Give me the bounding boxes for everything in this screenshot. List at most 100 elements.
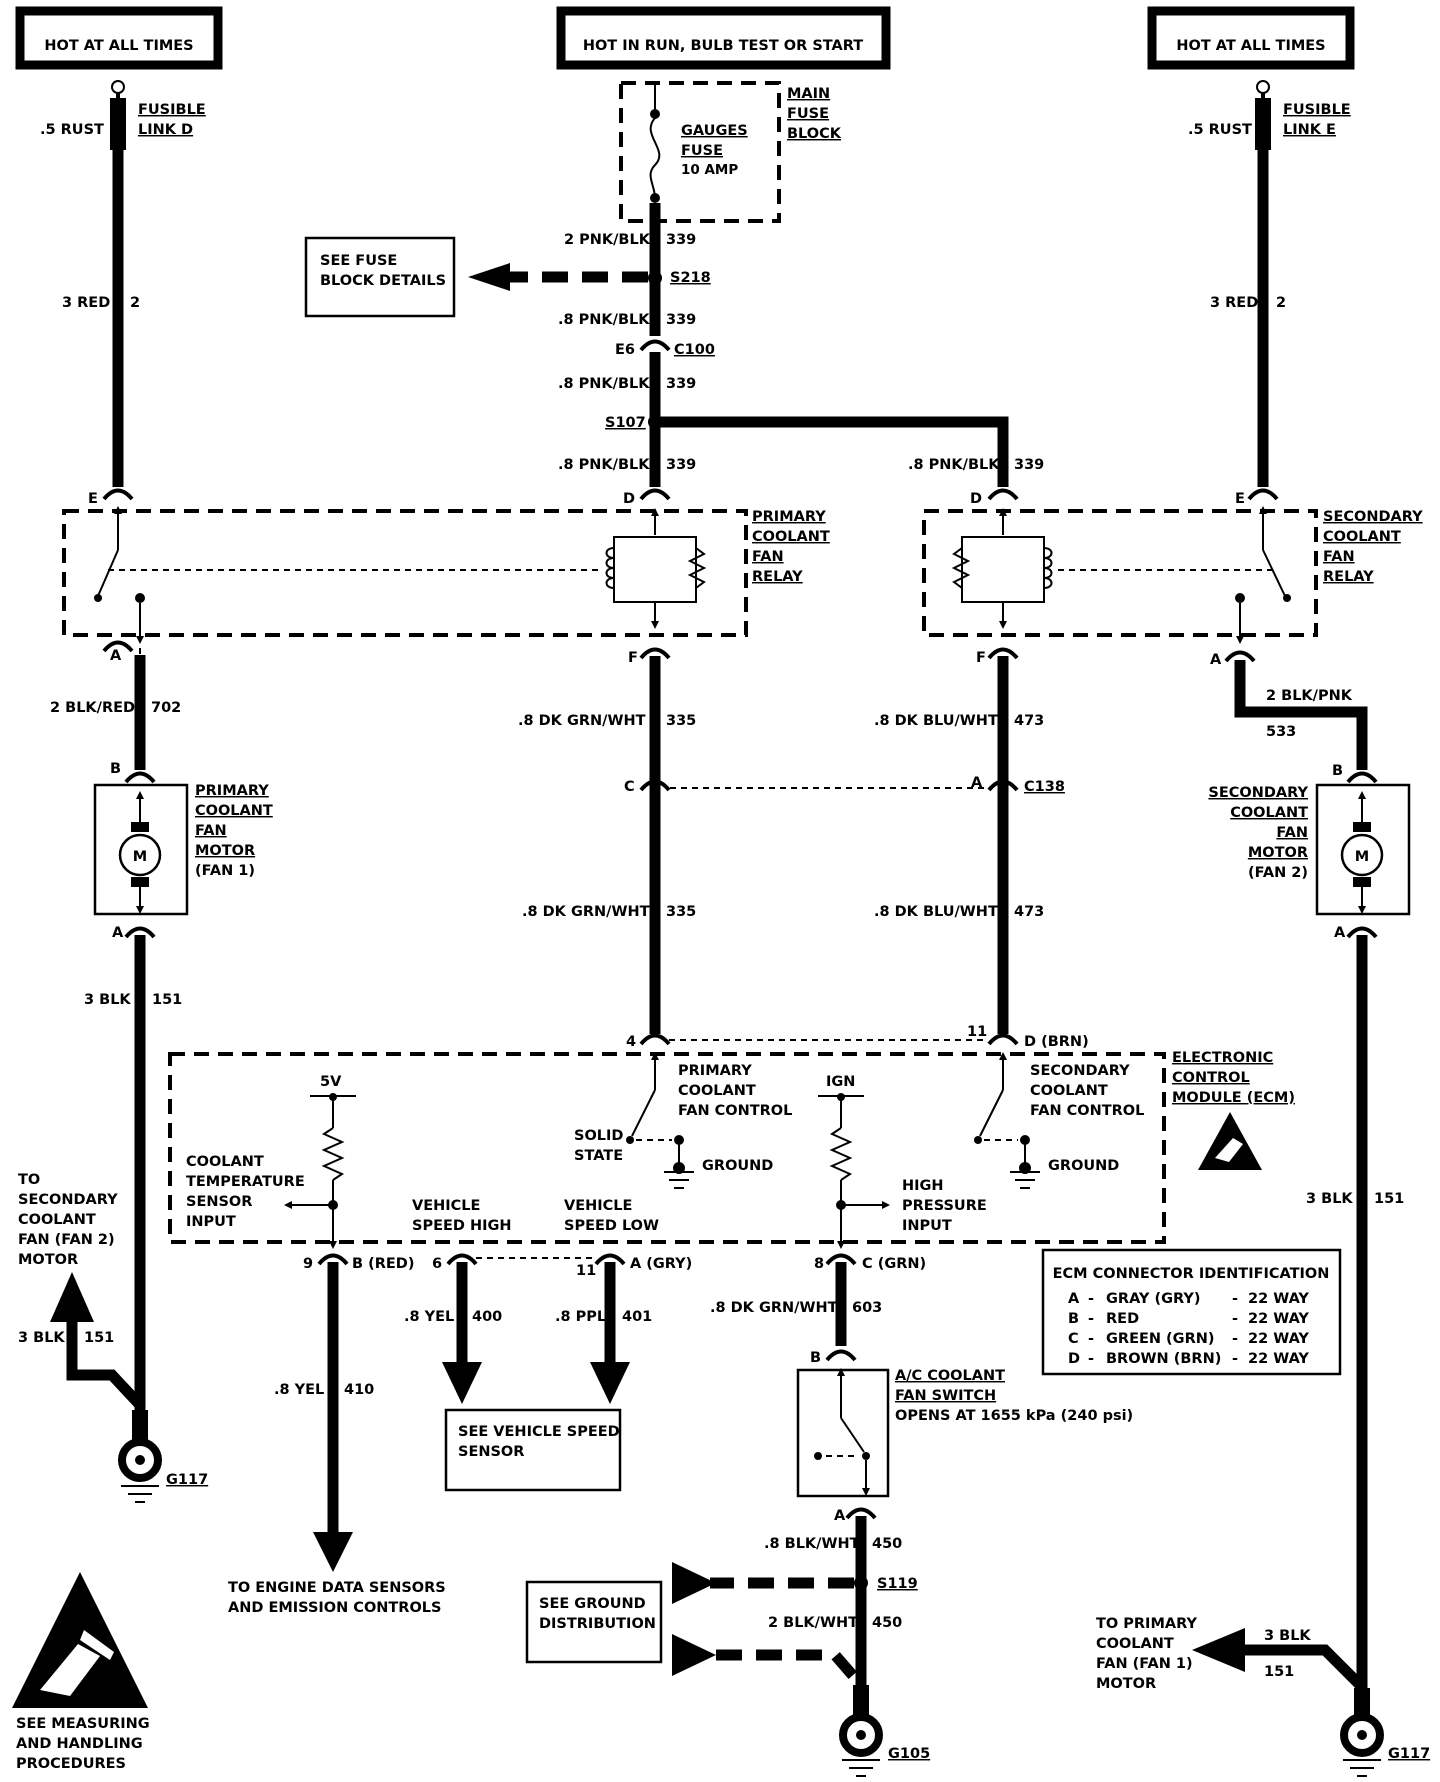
ecm-primary-fan-control	[626, 1052, 694, 1189]
to-secondary-label: SECONDARY	[18, 1192, 118, 1208]
fuse-label: 10 AMP	[681, 162, 738, 178]
relay-label: RELAY	[1323, 569, 1374, 585]
ecm-id-cell: -	[1088, 1331, 1094, 1347]
ecm-label: SPEED LOW	[564, 1218, 659, 1234]
ecm-label: COOLANT	[186, 1154, 264, 1170]
connector-d-primary	[639, 488, 671, 501]
fusible-label: LINK E	[1283, 122, 1336, 138]
splice-label: S107	[605, 415, 646, 431]
motor-label: SECONDARY	[1208, 785, 1308, 801]
wire-label: 2 BLK/PNK	[1266, 688, 1353, 704]
ecm-label: STATE	[574, 1148, 623, 1164]
header-left-text: HOT AT ALL TIMES	[44, 38, 193, 54]
wire-circuit: 151	[152, 992, 182, 1008]
fuse-details-box[interactable]	[304, 236, 456, 318]
ecm-high-pressure-input	[818, 1093, 890, 1249]
fusible-link-d	[110, 98, 126, 150]
ecm-id-cell: GRAY (GRY)	[1106, 1291, 1200, 1307]
ecm-pin-4	[639, 1033, 671, 1046]
ecm-label: FAN CONTROL	[678, 1103, 792, 1119]
ecm-label: INPUT	[186, 1214, 236, 1230]
ecm-label: SOLID	[574, 1128, 623, 1144]
ecm-label: PRESSURE	[902, 1198, 987, 1214]
secondary-relay-box	[922, 509, 1318, 637]
wire-circuit: 473	[1014, 713, 1044, 729]
ecm-label: HIGH	[902, 1178, 944, 1194]
ecm-label: INPUT	[902, 1218, 952, 1234]
motor-symbol: M	[133, 849, 147, 865]
pin-label: D	[970, 491, 982, 507]
connector-e-left	[102, 488, 134, 501]
ecm-id-cell: RED	[1106, 1311, 1139, 1327]
wire-label: .8 PNK/BLK	[558, 457, 650, 473]
pin-label: A	[971, 775, 983, 791]
header-left: HOT AT ALL TIMES	[15, 6, 223, 70]
left-supply: .5 RUST FUSIBLE LINK D 3 RED 2	[40, 80, 206, 487]
ground-g117-left	[118, 1410, 162, 1503]
ecm-id-cell: -	[1232, 1331, 1238, 1347]
wire-label: .8 DK GRN/WHT	[522, 904, 650, 920]
wire-pnk-to-secondary	[655, 416, 1009, 487]
wire-circuit: 2	[1276, 295, 1286, 311]
ecm-id-cell: C	[1068, 1331, 1079, 1347]
wire-label: 2 BLK/WHT	[768, 1615, 858, 1631]
connector-b-right	[1346, 771, 1378, 784]
wire-circuit: 151	[1374, 1191, 1404, 1207]
ecm-label: COOLANT	[1030, 1083, 1108, 1099]
primary-fan-motor: M	[93, 783, 189, 916]
ecm-connector-id-table: ECM CONNECTOR IDENTIFICATION A - GRAY (G…	[1041, 1248, 1342, 1376]
connector-a-motor1	[124, 926, 156, 939]
ecm-pin-9	[317, 1253, 349, 1266]
primary-relay-coil	[605, 508, 707, 629]
esd-warning-icon	[12, 1572, 148, 1708]
wire-circuit: 339	[666, 376, 696, 392]
pin-label: F	[628, 650, 638, 666]
wire-label: .8 PNK/BLK	[908, 457, 1000, 473]
to-secondary-branch	[50, 1272, 145, 1409]
relay-label: COOLANT	[752, 529, 830, 545]
ground-distribution-box[interactable]	[525, 1580, 663, 1664]
connector-a-right	[1224, 650, 1256, 663]
esd-warning-icon-small	[1198, 1112, 1262, 1170]
connector-b-left	[124, 771, 156, 784]
pin-label: 11	[967, 1024, 987, 1040]
motor-label: (FAN 2)	[1248, 865, 1308, 881]
ecm-id-cell: A	[1068, 1291, 1080, 1307]
ecm-id-row: A - GRAY (GRY) - 22 WAY	[1068, 1291, 1309, 1307]
relay-label: FAN	[752, 549, 784, 565]
ecm-label: SENSOR	[186, 1194, 252, 1210]
pin-label: A	[834, 1508, 846, 1524]
wire-label: .8 BLK/WHT	[764, 1536, 860, 1552]
wire-label: .8 YEL	[404, 1309, 454, 1325]
primary-relay-switch	[94, 506, 600, 644]
ecm-label: GROUND	[1048, 1158, 1119, 1174]
secondary-fan-motor: M	[1315, 783, 1411, 916]
wire-circuit: 473	[1014, 904, 1044, 920]
ecm-id-cell: BROWN (BRN)	[1106, 1351, 1221, 1367]
wire-circuit: 450	[872, 1615, 902, 1631]
wire-label: 3 BLK	[18, 1330, 65, 1346]
relay-label: FAN	[1323, 549, 1355, 565]
fuse-label: GAUGES	[681, 123, 748, 139]
pin-label: C (GRN)	[862, 1256, 926, 1272]
speed-sensor-box[interactable]	[444, 1408, 622, 1492]
pin-label: F	[976, 650, 986, 666]
relay-label: SECONDARY	[1323, 509, 1423, 525]
fuse-block-label: FUSE	[787, 106, 829, 122]
to-secondary-label: MOTOR	[18, 1252, 78, 1268]
ecm-pin-6	[446, 1253, 478, 1266]
pin-label: E6	[615, 342, 635, 358]
ecm-id-cell: 22 WAY	[1248, 1311, 1309, 1327]
pin-label: E	[1235, 491, 1245, 507]
wire-label: 3 BLK	[1264, 1628, 1311, 1644]
esd-label: SEE MEASURING	[16, 1716, 150, 1732]
ecm-id-cell: -	[1232, 1291, 1238, 1307]
wire-circuit: 339	[1014, 457, 1044, 473]
fuse-details-label: SEE FUSE	[320, 253, 397, 269]
speed-sensor-label: SENSOR	[458, 1444, 524, 1460]
pin-label: 11	[576, 1263, 596, 1279]
wire-label: 3 RED	[62, 295, 110, 311]
wire-label: 2 PNK/BLK	[564, 232, 651, 248]
ground-dist-label: DISTRIBUTION	[539, 1616, 656, 1632]
